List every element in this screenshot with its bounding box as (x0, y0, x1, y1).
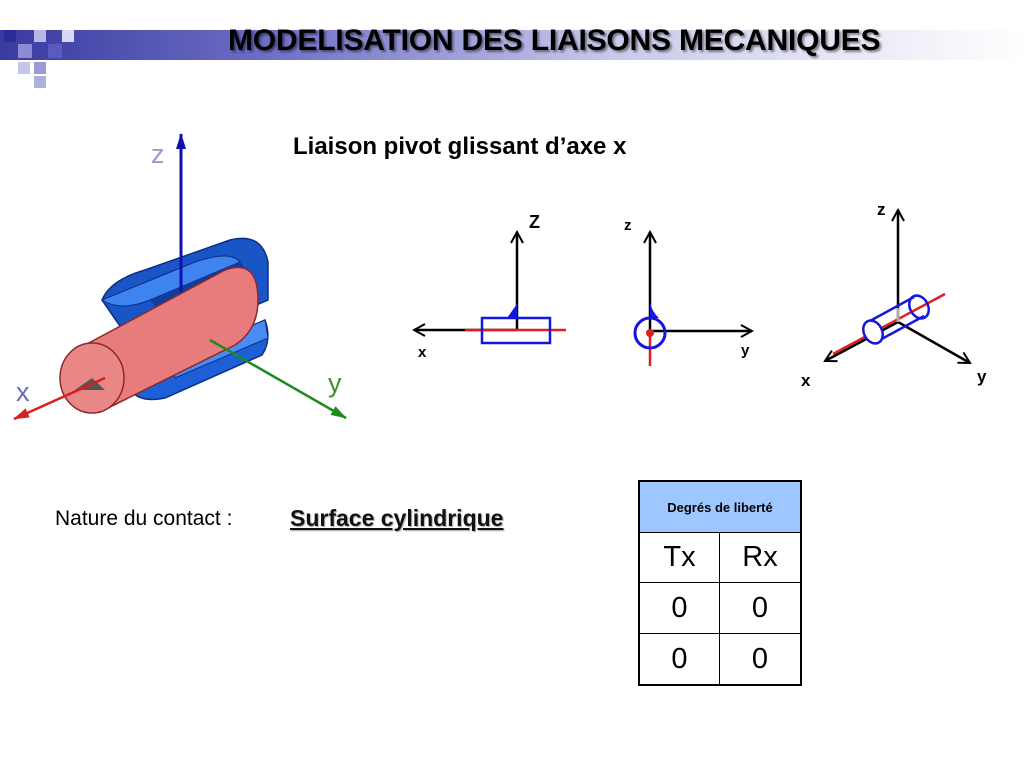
side-view-z-label: z (624, 217, 632, 234)
dof-table-cell: 0 (640, 583, 720, 634)
decor-square (34, 62, 46, 74)
side-view-y-label: y (741, 342, 750, 359)
shaft-body (84, 266, 259, 414)
dof-table-cell: 0 (720, 583, 800, 634)
dof-table: Degrés de liberté Tx Rx 0 0 0 0 (638, 480, 802, 686)
dof-column-header: Rx (720, 532, 800, 583)
decor-square (4, 30, 16, 42)
x-axis-label: x (16, 377, 30, 407)
contact-label: Nature du contact : (55, 507, 233, 530)
iso-view-y-axis (897, 320, 970, 365)
z-axis-label: z (151, 139, 165, 169)
iso-view-x-label: x (801, 371, 811, 390)
decor-square (18, 62, 30, 74)
cylindrical-joint-3d-model: z x y (13, 133, 347, 421)
side-view-symbol: z y (624, 217, 752, 366)
front-view-link (507, 304, 517, 318)
y-axis (209, 338, 347, 420)
front-view-symbol: Z x (414, 212, 566, 361)
page-title: MODELISATION DES LIAISONS MECANIQUES (228, 24, 881, 57)
x-axis (13, 376, 106, 421)
side-view-axis-dot (646, 329, 654, 337)
dof-column-header: Tx (640, 532, 720, 583)
dof-table-cell: 0 (640, 634, 720, 684)
y-axis-label: y (328, 368, 342, 398)
connection-title: Liaison pivot glissant d’axe x (293, 133, 627, 160)
dof-table-cell: 0 (751, 642, 769, 675)
iso-view-cylinder-end-front (862, 319, 884, 345)
contact-value: Surface cylindrique (290, 505, 504, 531)
decor-square (34, 76, 46, 88)
header-bar (0, 30, 1024, 60)
dof-table-header: Degrés de liberté (640, 482, 800, 533)
decor-square (18, 44, 32, 58)
iso-view-symbol: z x y (801, 200, 987, 390)
iso-view-cylinder (867, 295, 925, 343)
iso-view-z-label: z (877, 200, 886, 219)
front-view-x-label: x (418, 344, 427, 361)
iso-view-cylinder-end-back (908, 294, 930, 320)
iso-view-y-label: y (977, 367, 987, 386)
decor-square (48, 44, 62, 58)
iso-view-x-axis (825, 320, 899, 361)
decor-square (34, 30, 46, 42)
side-view-link (650, 302, 659, 318)
front-view-z-label: Z (529, 212, 540, 232)
decor-square (62, 30, 74, 42)
